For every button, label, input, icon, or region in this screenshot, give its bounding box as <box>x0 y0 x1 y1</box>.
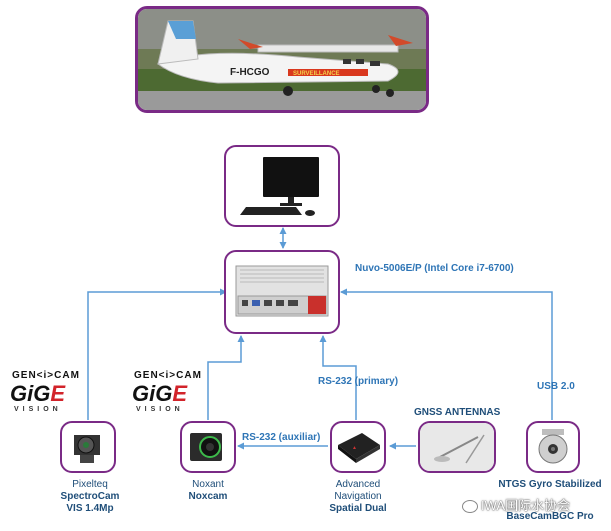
computer-box <box>224 250 340 334</box>
aircraft-photo: SURVEILLANCE F-HCGO <box>138 9 426 110</box>
usb-label: USB 2.0 <box>537 381 575 392</box>
noxcam-icon <box>190 433 222 461</box>
gige-logo-left: GiGE <box>10 381 66 406</box>
advanced-nav-box: ▲ <box>330 421 386 473</box>
gnss-label: GNSS ANTENNAS <box>414 407 501 418</box>
genicam-logo-left: GEN<i>CAM <box>12 370 80 381</box>
workstation-monitor-box <box>224 145 340 227</box>
gnss-antenna-icon <box>420 423 494 471</box>
aircraft-registration: F-HCGO <box>230 67 270 78</box>
ntgs-label: NTGS Gyro Stabilized BaseCamBGC Pro <box>498 479 602 522</box>
vision-logo-left: VISION <box>14 406 62 413</box>
noxant-box <box>180 421 236 473</box>
advanced-nav-label: Advanced Navigation Spatial Dual <box>329 479 387 514</box>
aircraft-photo-box: SURVEILLANCE F-HCGO <box>135 6 429 113</box>
gnss-antennas-box <box>418 421 496 473</box>
gimbal-icon <box>538 429 568 464</box>
monitor-icon <box>240 157 319 216</box>
genicam-logo-mid: GEN<i>CAM <box>134 370 202 381</box>
spectrocam-icon <box>74 435 100 463</box>
vision-logo-mid: VISION <box>136 406 184 413</box>
noxant-label: Noxant Noxcam <box>188 479 228 502</box>
link-ntgs-computer <box>340 288 553 420</box>
rs232-aux-label: RS-232 (auxiliar) <box>242 432 321 443</box>
embedded-computer-icon <box>235 265 329 317</box>
link-nav-computer <box>319 335 357 420</box>
rs232-primary-label: RS-232 (primary) <box>318 376 399 387</box>
pixelteq-label: Pixelteq SpectroCam VIS 1.4Mp <box>60 479 120 514</box>
svg-text:▲: ▲ <box>352 445 357 451</box>
link-pixelteq-computer <box>87 288 227 420</box>
aircraft-livery-text: SURVEILLANCE <box>293 71 340 77</box>
spatial-dual-icon: ▲ <box>338 433 380 463</box>
ntgs-box <box>526 421 580 473</box>
gige-logo-mid: GiGE <box>132 381 188 406</box>
link-noxant-computer <box>207 335 245 420</box>
computer-label: Nuvo-5006E/P (Intel Core i7-6700) <box>355 263 514 274</box>
wechat-icon <box>462 500 478 514</box>
watermark: IWA国际水协会 <box>462 495 570 514</box>
pixelteq-box <box>60 421 116 473</box>
